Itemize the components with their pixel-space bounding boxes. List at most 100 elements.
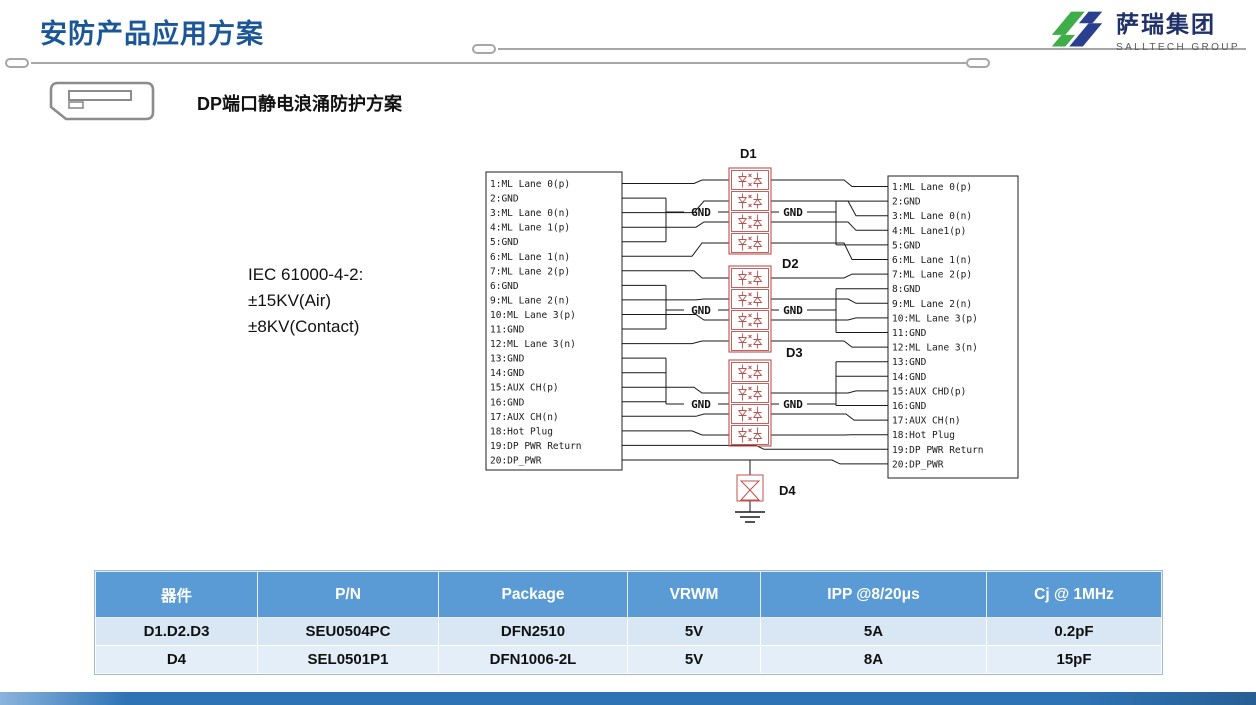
right-pin-label: 5:GND (892, 240, 921, 251)
right-pin-label: 19:DP PWR Return (892, 445, 984, 456)
gnd-label: GND (691, 206, 711, 219)
cell-ipp: 5A (760, 617, 987, 646)
device-label-d1: D1 (740, 146, 757, 161)
left-pin-label: 20:DP_PWR (490, 456, 542, 467)
ground-symbol-icon (735, 511, 765, 523)
table-row: D1.D2.D3 SEU0504PC DFN2510 5V 5A 0.2pF (95, 617, 1162, 646)
right-pin-label: 16:GND (892, 401, 927, 412)
right-connector-box (887, 175, 1019, 479)
esd-device-d3 (728, 359, 772, 447)
col-header-cj: Cj @ 1MHz (986, 571, 1162, 618)
left-pin-label: 10:ML Lane 3(p) (490, 310, 576, 321)
left-pin-label: 3:ML Lane 0(n) (490, 208, 570, 219)
left-pin-label: 7:ML Lane 2(p) (490, 266, 570, 277)
logo-mark-icon (1051, 11, 1103, 47)
right-pin-label: 8:GND (892, 284, 921, 295)
left-connector-box (485, 171, 623, 471)
col-header-ipp: IPP @8/20μs (760, 571, 987, 618)
decorative-pill (5, 58, 29, 68)
esd-device-d1 (728, 167, 772, 255)
cell-vrwm: 5V (627, 617, 761, 646)
left-pin-label: 5:GND (490, 237, 519, 248)
cell-pn: SEU0504PC (257, 617, 439, 646)
cell-cj: 0.2pF (986, 617, 1162, 646)
cell-package: DFN2510 (438, 617, 628, 646)
left-pin-label: 6:GND (490, 281, 519, 292)
gnd-label: GND (691, 398, 711, 411)
cell-device: D1.D2.D3 (95, 617, 258, 646)
left-pin-label: 15:AUX CH(p) (490, 383, 559, 394)
iec-line-3: ±8KV(Contact) (248, 317, 360, 336)
logo-company-subtitle: SALLTECH GROUP (1116, 42, 1240, 53)
right-pin-label: 13:GND (892, 357, 927, 368)
gnd-label: GND (783, 398, 803, 411)
tvs-device-d4 (736, 474, 764, 502)
left-pin-label: 19:DP PWR Return (490, 441, 582, 452)
cell-pn: SEL0501P1 (257, 645, 439, 674)
iec-line-2: ±15KV(Air) (248, 291, 332, 310)
gnd-label: GND (783, 304, 803, 317)
cell-vrwm: 5V (627, 645, 761, 674)
page-title: 安防产品应用方案 (40, 19, 264, 49)
left-pin-label: 12:ML Lane 3(n) (490, 339, 576, 350)
decorative-pill (472, 44, 496, 54)
right-pin-label: 7:ML Lane 2(p) (892, 270, 972, 281)
left-pin-label: 17:AUX CH(n) (490, 412, 559, 423)
right-pin-label: 20:DP_PWR (892, 459, 944, 470)
wires (622, 179, 888, 523)
col-header-pn: P/N (257, 571, 439, 618)
device-labels: D1 D2 D3 D4 (740, 146, 803, 498)
decorative-pill (966, 58, 990, 68)
dp-connector-icon (42, 78, 162, 129)
right-pin-label: 14:GND (892, 372, 927, 383)
cell-ipp: 8A (760, 645, 987, 674)
right-pin-label: 3:ML Lane 0(n) (892, 211, 972, 222)
cell-device: D4 (95, 645, 258, 674)
right-pin-label: 15:AUX CHD(p) (892, 386, 966, 397)
left-pin-label: 6:ML Lane 1(n) (490, 252, 570, 263)
device-label-d4: D4 (779, 483, 796, 498)
right-pin-label: 10:ML Lane 3(p) (892, 313, 978, 324)
cell-package: DFN1006-2L (438, 645, 628, 674)
cell-cj: 15pF (986, 645, 1162, 674)
table-row: D4 SEL0501P1 DFN1006-2L 5V 8A 15pF (95, 645, 1162, 674)
right-pin-list: 1:ML Lane 0(p) 2:GND 3:ML Lane 0(n) 4:ML… (892, 182, 984, 470)
section-title: DP端口静电浪涌防护方案 (197, 94, 403, 114)
decorative-line (498, 48, 1246, 50)
left-pin-label: 13:GND (490, 354, 525, 365)
device-label-d2: D2 (782, 256, 799, 271)
iec-line-1: IEC 61000-4-2: (248, 265, 364, 284)
right-pin-label: 17:AUX CH(n) (892, 416, 961, 427)
gnd-label: GND (783, 206, 803, 219)
right-pin-label: 6:ML Lane 1(n) (892, 255, 972, 266)
right-pin-label: 9:ML Lane 2(n) (892, 299, 972, 310)
logo-company-name: 萨瑞集团 (1116, 11, 1216, 37)
left-pin-list: 1:ML Lane 0(p) 2:GND 3:ML Lane 0(n) 4:ML… (490, 179, 582, 467)
right-pin-label: 11:GND (892, 328, 927, 339)
gnd-label: GND (691, 304, 711, 317)
right-pin-label: 1:ML Lane 0(p) (892, 182, 972, 193)
company-logo: 萨瑞集团 SALLTECH GROUP (1046, 5, 1240, 53)
left-pin-label: 18:Hot Plug (490, 426, 553, 437)
spec-table: 器件 P/N Package VRWM IPP @8/20μs Cj @ 1MH… (95, 571, 1162, 674)
iec-standard-note: IEC 61000-4-2: ±15KV(Air) ±8KV(Contact) (248, 262, 363, 340)
esd-device-d2 (728, 265, 772, 353)
footer-bar (0, 692, 1256, 705)
device-label-d3: D3 (786, 345, 803, 360)
left-pin-label: 14:GND (490, 368, 525, 379)
right-pin-label: 18:Hot Plug (892, 430, 955, 441)
col-header-vrwm: VRWM (627, 571, 761, 618)
right-pin-label: 12:ML Lane 3(n) (892, 343, 978, 354)
left-pin-label: 16:GND (490, 397, 525, 408)
logo-text: 萨瑞集团 SALLTECH GROUP (1116, 5, 1240, 53)
left-pin-label: 11:GND (490, 325, 525, 336)
left-pin-label: 2:GND (490, 194, 519, 205)
left-pin-label: 9:ML Lane 2(n) (490, 295, 570, 306)
col-header-device: 器件 (95, 571, 258, 618)
gnd-labels: GND GND GND GND GND GND (691, 206, 803, 411)
decorative-line (31, 62, 966, 64)
left-pin-label: 1:ML Lane 0(p) (490, 179, 570, 190)
left-pin-label: 4:ML Lane 1(p) (490, 223, 570, 234)
